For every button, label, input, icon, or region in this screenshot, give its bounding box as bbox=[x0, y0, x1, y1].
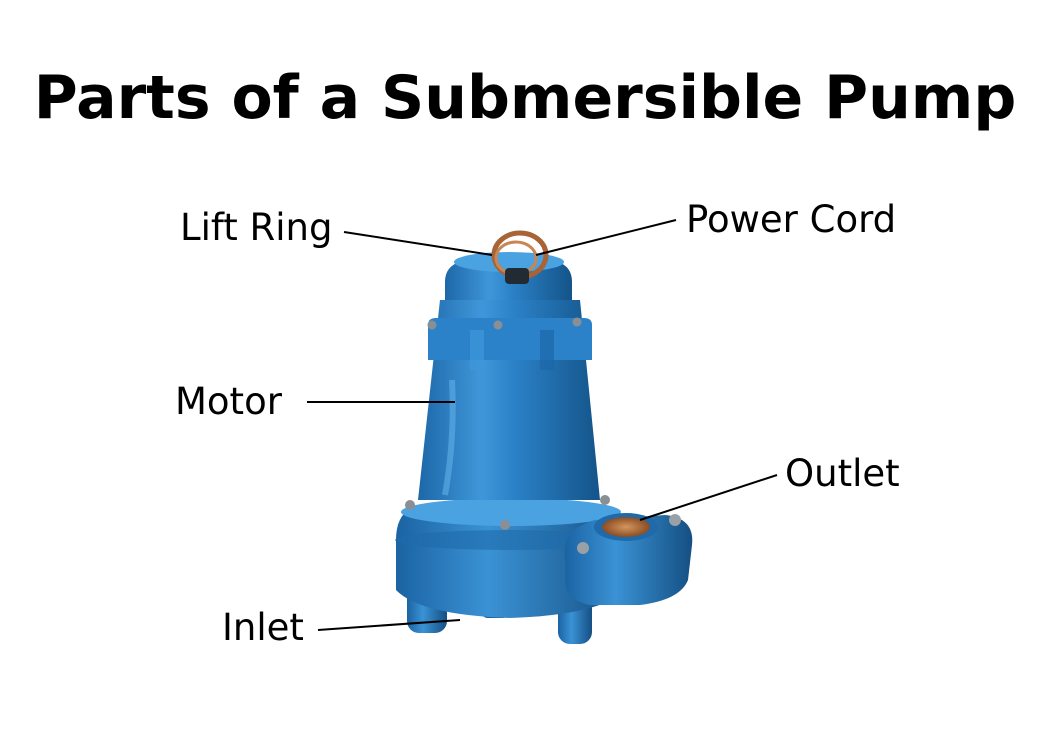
label-power-cord: Power Cord bbox=[686, 198, 897, 241]
lift-ring-and-cord bbox=[491, 230, 549, 284]
leader-lines bbox=[307, 219, 778, 631]
leader-inlet bbox=[317, 619, 461, 631]
label-motor: Motor bbox=[175, 380, 282, 423]
label-lift-ring: Lift Ring bbox=[180, 206, 333, 249]
page-title: Parts of a Submersible Pump bbox=[33, 63, 1017, 133]
outlet-flange bbox=[564, 513, 693, 605]
label-outlet: Outlet bbox=[785, 452, 900, 495]
leader-power-cord bbox=[535, 219, 677, 256]
leader-lift-ring bbox=[343, 231, 493, 256]
motor-housing bbox=[418, 300, 600, 500]
label-inlet: Inlet bbox=[222, 606, 304, 649]
leader-outlet bbox=[639, 474, 778, 521]
